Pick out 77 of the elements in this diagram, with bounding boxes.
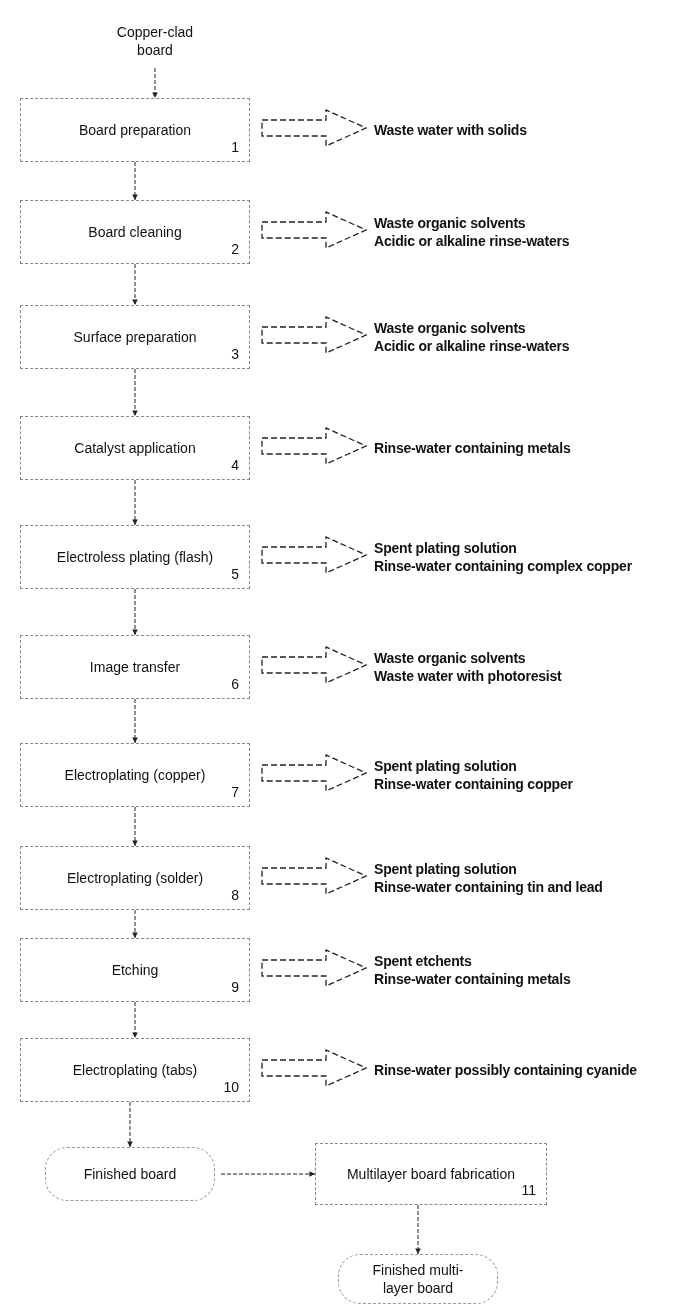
block-arrow — [261, 1049, 368, 1087]
waste-output-text: Acidic or alkaline rinse-waters — [374, 232, 570, 251]
process-box — [20, 743, 250, 807]
process-box — [20, 635, 250, 699]
waste-output-text: Rinse-water containing complex copper — [374, 557, 632, 576]
arrow — [132, 368, 138, 417]
arrow — [132, 479, 138, 526]
waste-output-text: Rinse-water possibly containing cyanide — [374, 1060, 637, 1080]
arrow — [152, 67, 158, 99]
step-label: Catalyst application — [74, 438, 196, 458]
waste-output-text: Rinse-water containing metals — [374, 970, 571, 989]
block-arrow — [261, 646, 368, 684]
step-label: Electroplating (solder) — [66, 868, 204, 888]
step-number: 4 — [231, 457, 239, 473]
text-label: Copper-clad board — [115, 22, 195, 60]
arrow — [127, 1101, 133, 1148]
step-label: Electroplating (tabs) — [72, 1060, 198, 1080]
step-number: 7 — [231, 784, 239, 800]
process-box — [20, 416, 250, 480]
waste-output-text: Waste water with solids — [374, 120, 527, 140]
waste-output-text: Spent plating solution — [374, 756, 517, 775]
waste-output-text: Acidic or alkaline rinse-waters — [374, 337, 570, 356]
block-arrow — [261, 754, 368, 792]
step-number: 9 — [231, 979, 239, 995]
process-box — [315, 1143, 547, 1205]
process-box — [20, 305, 250, 369]
arrow — [132, 263, 138, 306]
process-box — [20, 200, 250, 264]
waste-output-text: Spent plating solution — [374, 859, 517, 878]
block-arrow — [261, 949, 368, 987]
step-number: 6 — [231, 676, 239, 692]
block-arrow — [261, 316, 368, 354]
arrow — [132, 698, 138, 744]
waste-output-text: Waste water with photoresist — [374, 667, 562, 686]
step-number: 10 — [223, 1079, 239, 1095]
arrow — [132, 588, 138, 636]
arrow — [132, 1001, 138, 1039]
waste-output-text: Spent plating solution — [374, 538, 517, 557]
step-label: Multilayer board fabrication — [346, 1164, 516, 1184]
block-arrow — [261, 109, 368, 147]
waste-output-text: Spent etchents — [374, 951, 472, 970]
process-box — [20, 525, 250, 589]
step-label: Image transfer — [89, 657, 181, 677]
block-arrow — [261, 427, 368, 465]
waste-output-text: Rinse-water containing copper — [374, 775, 573, 794]
process-box — [20, 846, 250, 910]
waste-output-text: Waste organic solvents — [374, 648, 526, 667]
waste-output-text: Rinse-water containing metals — [374, 438, 571, 458]
process-box — [20, 98, 250, 162]
step-label: Finished board — [83, 1164, 177, 1184]
arrow — [132, 806, 138, 847]
process-box — [20, 938, 250, 1002]
step-number: 5 — [231, 566, 239, 582]
arrow — [132, 161, 138, 201]
process-box — [20, 1038, 250, 1102]
waste-output-text: Waste organic solvents — [374, 318, 526, 337]
step-label: Electroless plating (flash) — [56, 547, 214, 567]
waste-output-text: Rinse-water containing tin and lead — [374, 878, 603, 897]
step-number: 11 — [521, 1182, 536, 1198]
step-number: 2 — [231, 241, 239, 257]
rounded-box — [45, 1147, 215, 1201]
step-number: 8 — [231, 887, 239, 903]
step-number: 1 — [231, 139, 239, 155]
step-label: Surface preparation — [73, 327, 197, 347]
waste-output-text: Waste organic solvents — [374, 213, 526, 232]
arrow — [132, 909, 138, 939]
step-number: 3 — [231, 346, 239, 362]
step-label: Board cleaning — [88, 222, 182, 242]
block-arrow — [261, 857, 368, 895]
block-arrow — [261, 211, 368, 249]
arrow — [415, 1204, 421, 1255]
block-arrow — [261, 536, 368, 574]
arrow — [220, 1171, 316, 1177]
step-label: Board preparation — [78, 120, 192, 140]
step-label: Etching — [111, 960, 159, 980]
step-label: Electroplating (copper) — [64, 765, 206, 785]
step-label: Finished multi-layer board — [371, 1260, 465, 1298]
